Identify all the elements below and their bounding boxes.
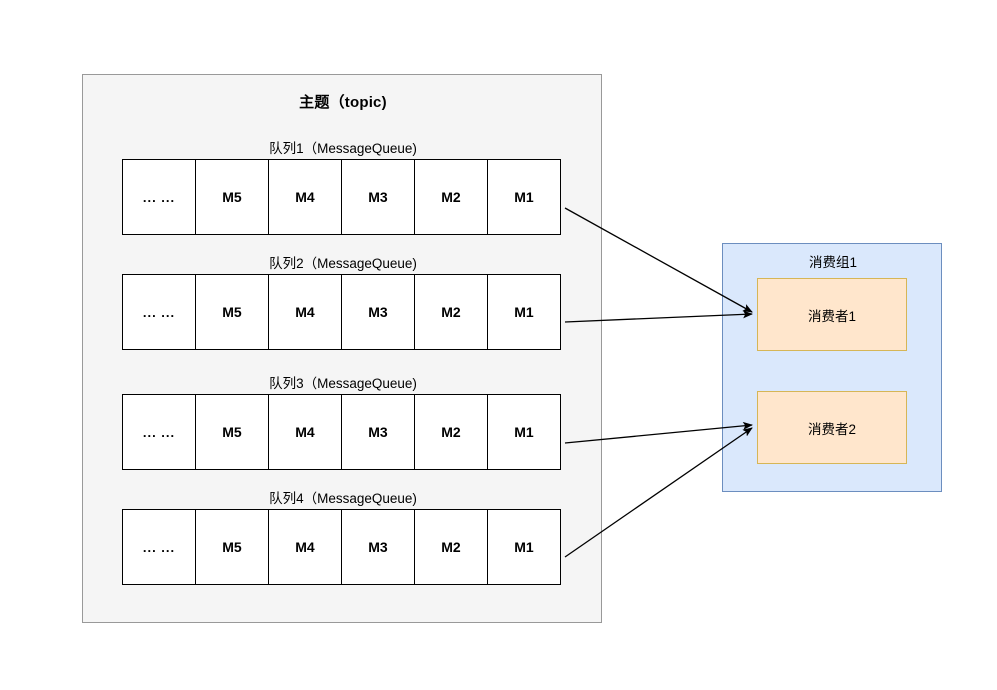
message-cell[interactable]: M2 <box>414 274 488 350</box>
message-cell[interactable]: ... ... <box>122 509 196 585</box>
queue-row-4: ... ... M5 M4 M3 M2 M1 <box>122 509 561 585</box>
queue-label-2: 队列2（MessageQueue) <box>269 256 417 271</box>
message-cell[interactable]: ... ... <box>122 394 196 470</box>
message-cell[interactable]: M1 <box>487 274 561 350</box>
message-cell[interactable]: M2 <box>414 394 488 470</box>
topic-title: 主题（topic) <box>299 94 387 111</box>
consumer-group-container: 消费组1 消费者1 消费者2 <box>722 243 942 492</box>
queue-row-1: ... ... M5 M4 M3 M2 M1 <box>122 159 561 235</box>
queue-row-2: ... ... M5 M4 M3 M2 M1 <box>122 274 561 350</box>
consumer-box-2[interactable]: 消费者2 <box>757 391 907 464</box>
message-cell[interactable]: ... ... <box>122 159 196 235</box>
message-cell[interactable]: M5 <box>195 509 269 585</box>
queue-label-1: 队列1（MessageQueue) <box>269 141 417 156</box>
topic-container: 主题（topic) 队列1（MessageQueue) ... ... M5 M… <box>82 74 602 623</box>
consumer-group-title: 消费组1 <box>808 255 857 270</box>
message-cell[interactable]: M2 <box>414 509 488 585</box>
message-cell[interactable]: M3 <box>341 159 415 235</box>
message-cell[interactable]: M2 <box>414 159 488 235</box>
message-cell[interactable]: M1 <box>487 394 561 470</box>
message-cell[interactable]: M5 <box>195 394 269 470</box>
message-cell[interactable]: M3 <box>341 509 415 585</box>
message-cell[interactable]: M4 <box>268 509 342 585</box>
message-cell[interactable]: M1 <box>487 159 561 235</box>
message-cell[interactable]: M4 <box>268 159 342 235</box>
message-cell[interactable]: M3 <box>341 274 415 350</box>
message-cell[interactable]: M3 <box>341 394 415 470</box>
consumer-box-1[interactable]: 消费者1 <box>757 278 907 351</box>
message-cell[interactable]: ... ... <box>122 274 196 350</box>
queue-row-3: ... ... M5 M4 M3 M2 M1 <box>122 394 561 470</box>
message-cell[interactable]: M1 <box>487 509 561 585</box>
message-cell[interactable]: M4 <box>268 394 342 470</box>
message-cell[interactable]: M5 <box>195 274 269 350</box>
queue-label-3: 队列3（MessageQueue) <box>269 376 417 391</box>
queue-label-4: 队列4（MessageQueue) <box>269 491 417 506</box>
message-cell[interactable]: M4 <box>268 274 342 350</box>
message-cell[interactable]: M5 <box>195 159 269 235</box>
